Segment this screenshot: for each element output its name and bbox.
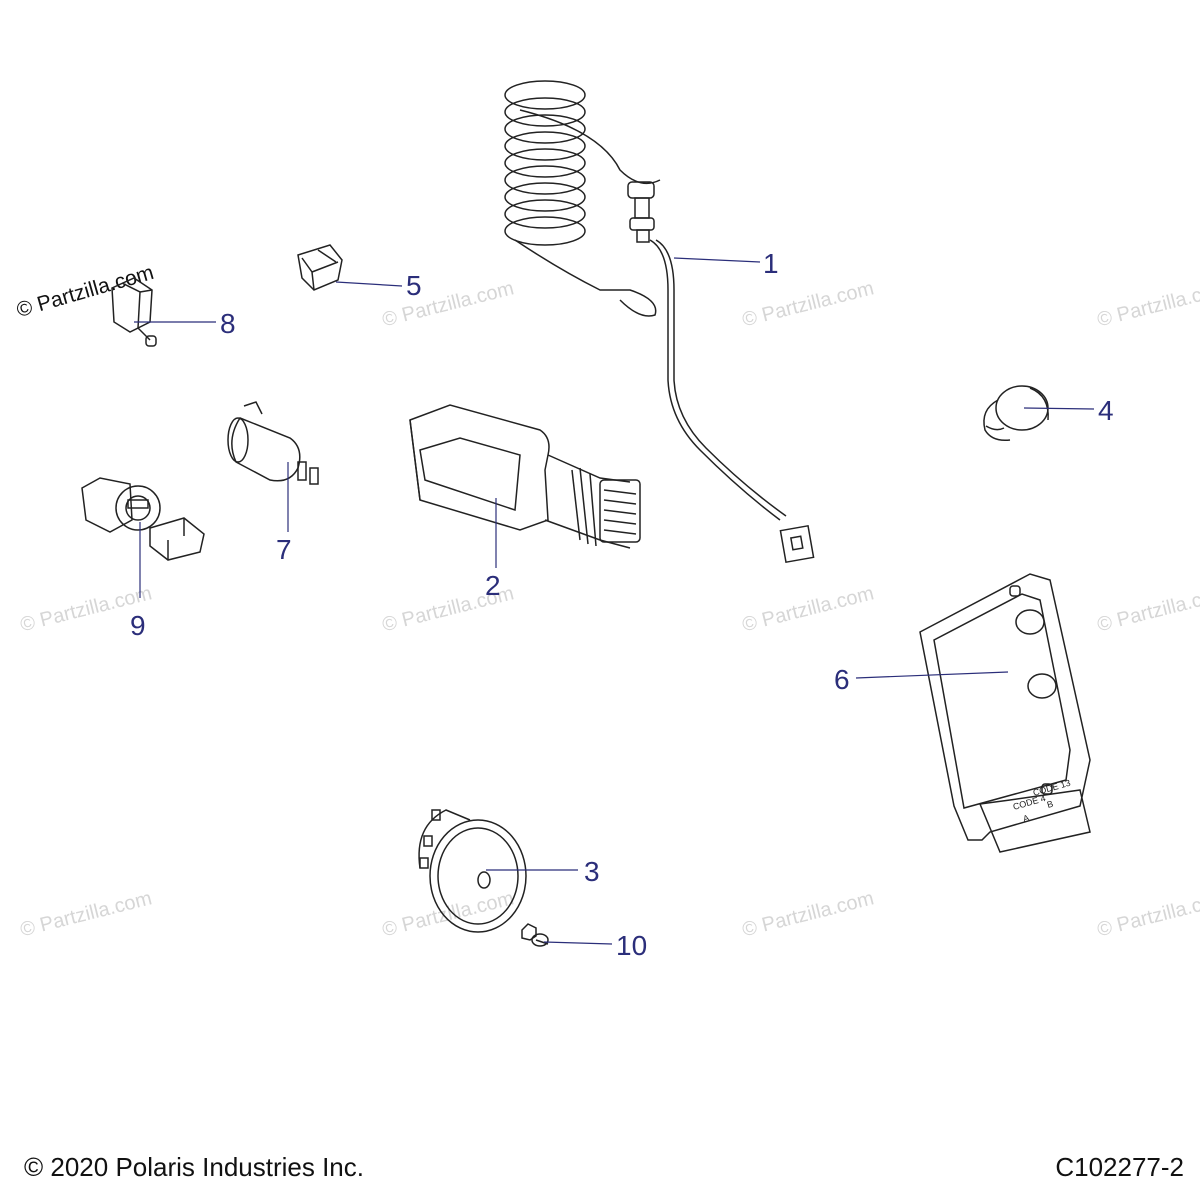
part-1-tether-switch (504, 80, 815, 564)
diagram-id: C102277-2 (1055, 1152, 1184, 1182)
ecu-letter-a: A (1022, 813, 1031, 824)
part-8-rocker-switch (111, 277, 157, 347)
callout-7: 7 (276, 534, 292, 565)
part-3-horn (418, 809, 527, 933)
callout-1: 1 (763, 248, 779, 279)
ecu-letter-b: B (1046, 799, 1055, 810)
callout-2: 2 (485, 570, 501, 601)
part-9-key-switch (81, 477, 205, 561)
callout-8: 8 (220, 308, 236, 339)
part-5-switch (297, 244, 343, 291)
ecu-code-b: CODE 13 (1032, 778, 1072, 798)
callout-4: 4 (1098, 395, 1114, 426)
part-10-bolt (521, 923, 549, 947)
part-7-outlet (227, 401, 319, 485)
part-6-ecu (919, 573, 1091, 853)
callout-3: 3 (584, 856, 600, 887)
callout-9: 9 (130, 610, 146, 641)
part-2-control-module (409, 404, 641, 549)
callout-10: 10 (616, 930, 648, 961)
part-4-cap (983, 385, 1049, 442)
callout-5: 5 (406, 270, 422, 301)
copyright-text: © 2020 Polaris Industries Inc. (24, 1152, 364, 1182)
callout-6: 6 (834, 664, 850, 695)
